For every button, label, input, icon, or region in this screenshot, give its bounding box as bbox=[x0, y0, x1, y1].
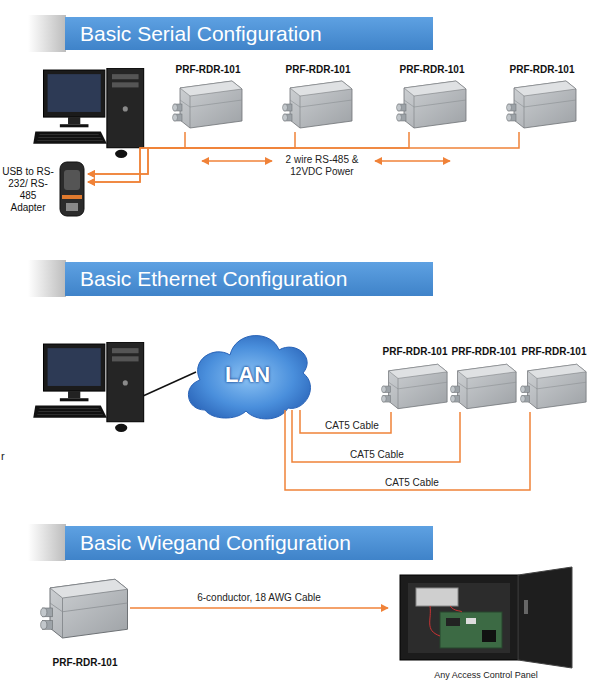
cable-connector bbox=[88, 132, 519, 182]
reader-unit: PRF-RDR-101 bbox=[282, 64, 354, 132]
panel-wires bbox=[430, 606, 462, 636]
panel-label: Any Access Control Panel bbox=[434, 670, 538, 681]
note-label: r bbox=[1, 450, 11, 462]
lan-label: LAN bbox=[225, 362, 270, 388]
lan-cloud-shape bbox=[188, 336, 310, 419]
cable-connector bbox=[88, 132, 185, 174]
header-tab bbox=[28, 524, 66, 561]
reader-unit: PRF-RDR-101 bbox=[450, 346, 518, 412]
model-label: PRF-RDR-101 bbox=[399, 64, 464, 76]
cable-connector bbox=[300, 410, 391, 433]
power-supply bbox=[416, 588, 458, 606]
adapter-port bbox=[64, 170, 80, 190]
model-label: PRF-RDR-101 bbox=[52, 657, 117, 669]
lan-cloud: LAN bbox=[185, 328, 310, 410]
adapter-band bbox=[62, 195, 82, 199]
section-header: Basic Serial Configuration bbox=[65, 17, 433, 50]
reader-unit: PRF-RDR-101 bbox=[396, 64, 468, 132]
cabinet-door bbox=[518, 567, 572, 668]
adapter-plug bbox=[66, 203, 78, 211]
adapter-body bbox=[60, 162, 84, 216]
reader-illustration bbox=[381, 364, 447, 408]
cabinet bbox=[400, 575, 518, 660]
direction-arrow bbox=[375, 160, 450, 162]
reader-illustration bbox=[507, 81, 577, 128]
reader-illustration bbox=[173, 81, 243, 128]
usb-adapter: USB to RS-232/ RS-485 Adapter bbox=[2, 160, 88, 220]
cable-label: 6-conductor, 18 AWG Cable bbox=[197, 592, 321, 604]
cable-connector bbox=[292, 410, 460, 462]
header-text: Basic Wiegand Configuration bbox=[80, 531, 351, 555]
door-latch bbox=[524, 600, 528, 614]
section-header: Basic Ethernet Configuration bbox=[65, 262, 433, 296]
cabinet-inner bbox=[408, 583, 510, 653]
cable-connector bbox=[130, 607, 388, 609]
header-text: Basic Serial Configuration bbox=[80, 22, 322, 46]
computer-icon bbox=[33, 342, 143, 432]
model-label: PRF-RDR-101 bbox=[285, 64, 350, 76]
access-panel: Any Access Control Panel bbox=[388, 566, 584, 683]
computer-icon bbox=[33, 68, 143, 158]
cable-connector bbox=[285, 410, 530, 490]
reader-illustration bbox=[41, 579, 128, 638]
reader-unit: PRF-RDR-101 bbox=[40, 572, 130, 669]
adapter-label: USB to RS-232/ RS-485 Adapter bbox=[2, 166, 54, 214]
reader-unit: PRF-RDR-101 bbox=[172, 64, 244, 132]
cable-connector bbox=[88, 132, 295, 182]
chip bbox=[482, 630, 496, 642]
model-label: PRF-RDR-101 bbox=[451, 346, 516, 358]
header-text: Basic Ethernet Configuration bbox=[80, 267, 347, 291]
model-label: PRF-RDR-101 bbox=[382, 346, 447, 358]
header-tab bbox=[28, 260, 66, 297]
reader-illustration bbox=[397, 81, 467, 128]
circuit-board bbox=[440, 612, 502, 648]
chip bbox=[466, 618, 476, 624]
section-header: Basic Wiegand Configuration bbox=[65, 526, 433, 560]
reader-illustration bbox=[450, 364, 516, 408]
cable-label: CAT5 Cable bbox=[385, 477, 439, 489]
reader-unit: PRF-RDR-101 bbox=[520, 346, 588, 412]
model-label: PRF-RDR-101 bbox=[521, 346, 586, 358]
reader-illustration bbox=[283, 81, 353, 128]
chip bbox=[446, 618, 460, 626]
control-panel-illustration bbox=[400, 567, 572, 668]
reader-unit: PRF-RDR-101 bbox=[381, 346, 449, 412]
reader-unit: PRF-RDR-101 bbox=[506, 64, 578, 132]
model-label: PRF-RDR-101 bbox=[175, 64, 240, 76]
note-label: 2 wire RS-485 & 12VDC Power bbox=[278, 154, 366, 178]
direction-arrow bbox=[202, 160, 272, 162]
cable-connector bbox=[88, 132, 409, 174]
header-tab bbox=[28, 15, 66, 52]
cable-label: CAT5 Cable bbox=[325, 420, 379, 432]
reader-illustration bbox=[520, 364, 586, 408]
network-wire bbox=[143, 372, 196, 396]
cable-label: CAT5 Cable bbox=[350, 449, 404, 461]
model-label: PRF-RDR-101 bbox=[509, 64, 574, 76]
usb-adapter-icon bbox=[60, 162, 84, 216]
